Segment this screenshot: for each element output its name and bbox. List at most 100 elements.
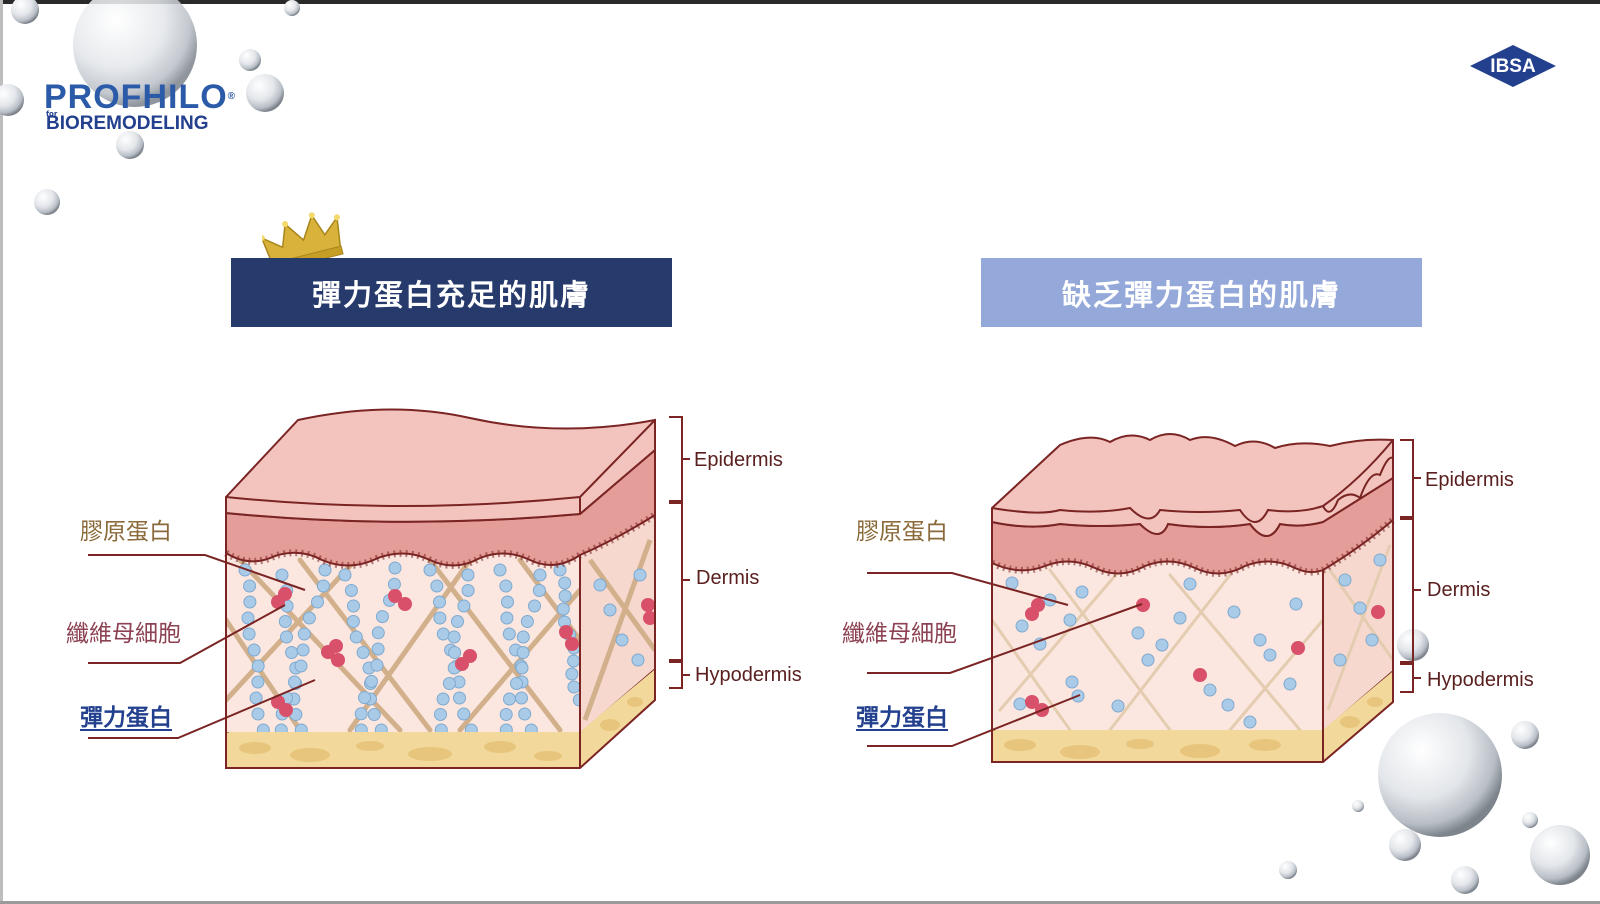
label-collagen-deficient: 膠原蛋白 bbox=[856, 519, 948, 545]
elastin-bead bbox=[365, 674, 378, 688]
elastin-bead bbox=[533, 568, 547, 582]
elastin-bead bbox=[354, 707, 368, 721]
elastin-bead bbox=[370, 658, 384, 672]
elastin-bead bbox=[371, 626, 385, 640]
elastin-bead bbox=[503, 692, 516, 706]
elastin-bead bbox=[344, 584, 358, 597]
layer-dermis-deficient: Dermis bbox=[1427, 579, 1491, 601]
elastin-bead bbox=[243, 595, 257, 609]
logo-sub-text: BIOREMODELING bbox=[46, 113, 209, 134]
elastin-bead bbox=[374, 723, 388, 732]
elastin-bead bbox=[457, 599, 471, 613]
elastin-bead bbox=[388, 561, 402, 575]
elastin-bead bbox=[371, 642, 385, 656]
elastin-bead bbox=[451, 615, 464, 628]
elastin-bead bbox=[528, 599, 541, 613]
elastin-bead bbox=[349, 630, 363, 644]
elastin-bead bbox=[302, 611, 316, 625]
logo-for-text: for bbox=[46, 110, 58, 118]
elastin-bead bbox=[367, 708, 381, 721]
elastin-bead bbox=[251, 659, 265, 673]
label-fibroblast-deficient: 纖維母細胞 bbox=[842, 621, 957, 647]
elastin-bead bbox=[358, 691, 371, 705]
ibsa-logo-text: IBSA bbox=[1490, 56, 1536, 77]
elastin-bead bbox=[247, 643, 261, 657]
elastin-bead bbox=[461, 584, 475, 597]
elastin-bead bbox=[296, 643, 310, 657]
elastin-bead bbox=[251, 707, 265, 721]
elastin-bead bbox=[256, 723, 270, 732]
window-top-border bbox=[0, 0, 1600, 4]
elastin-bead bbox=[423, 563, 437, 577]
elastin-bead bbox=[278, 615, 292, 628]
ibsa-diamond-icon bbox=[1470, 45, 1556, 87]
elastin-bead bbox=[251, 675, 265, 689]
label-collagen-healthy: 膠原蛋白 bbox=[80, 519, 172, 545]
elastin-bead bbox=[294, 659, 308, 673]
elastin-bead bbox=[436, 692, 450, 706]
elastin-bead bbox=[500, 611, 514, 625]
elastin-bead bbox=[516, 630, 530, 644]
elastin-bead bbox=[520, 615, 534, 628]
logo-registered-mark: ® bbox=[227, 91, 237, 102]
panel-title-deficient: 缺乏彈力蛋白的肌膚 bbox=[981, 258, 1422, 327]
elastin-bead bbox=[461, 568, 475, 582]
elastin-bead bbox=[532, 584, 546, 597]
elastin-bead bbox=[510, 677, 523, 690]
elastin-bead bbox=[502, 627, 516, 641]
elastin-bead bbox=[515, 661, 529, 675]
elastin-bead bbox=[556, 602, 570, 616]
label-elastin-healthy: 彈力蛋白 bbox=[80, 705, 172, 731]
elastin-bead bbox=[242, 627, 256, 641]
label-fibroblast-healthy: 纖維母細胞 bbox=[66, 621, 181, 647]
layer-hypodermis-healthy: Hypodermis bbox=[695, 664, 802, 686]
elastin-bead bbox=[354, 723, 368, 732]
window-left-border bbox=[0, 0, 3, 904]
elastin-bead bbox=[430, 579, 444, 593]
elastin-bead bbox=[499, 579, 513, 593]
elastin-bead bbox=[433, 595, 446, 609]
layer-hypodermis-deficient: Hypodermis bbox=[1427, 669, 1534, 691]
elastin-bead bbox=[356, 646, 370, 659]
elastin-bead bbox=[518, 707, 532, 721]
elastin-bead bbox=[316, 579, 330, 593]
elastin-bead bbox=[493, 563, 507, 577]
elastin-bead bbox=[297, 627, 311, 641]
layer-dermis-healthy: Dermis bbox=[696, 567, 760, 589]
elastin-bead bbox=[433, 611, 447, 625]
label-elastin-deficient: 彈力蛋白 bbox=[856, 705, 948, 731]
elastin-bead bbox=[565, 667, 579, 681]
elastin-bead bbox=[375, 610, 389, 624]
elastin-bead bbox=[499, 708, 513, 721]
elastin-bead bbox=[241, 611, 255, 625]
elastin-bead bbox=[499, 723, 513, 732]
elastin-bead bbox=[274, 723, 288, 732]
elastin-bead bbox=[294, 723, 308, 732]
elastin-bead bbox=[311, 595, 324, 609]
elastin-bead bbox=[447, 630, 461, 644]
elastin-bead bbox=[558, 589, 572, 603]
logo-main-text: PROFHILO bbox=[44, 78, 228, 116]
window-bottom-border bbox=[0, 901, 1600, 904]
elastin-bead bbox=[501, 595, 514, 609]
elastin-bead bbox=[453, 691, 466, 705]
elastin-bead bbox=[448, 646, 462, 659]
elastin-bead bbox=[346, 615, 360, 628]
elastin-bead bbox=[442, 677, 456, 690]
elastin-bead bbox=[524, 723, 538, 732]
profhilo-logo: PROFHILO® for BIOREMODELING bbox=[44, 80, 236, 134]
elastin-bead bbox=[464, 723, 478, 732]
elastin-bead bbox=[347, 599, 360, 613]
elastin-bead bbox=[338, 568, 352, 582]
elastin-bead bbox=[516, 646, 530, 659]
elastin-bead bbox=[434, 708, 447, 721]
panel-title-healthy: 彈力蛋白充足的肌膚 bbox=[231, 258, 672, 327]
elastin-bead bbox=[558, 576, 572, 590]
layer-epidermis-deficient: Epidermis bbox=[1425, 469, 1514, 491]
elastin-bead bbox=[457, 707, 471, 721]
elastin-bead bbox=[434, 723, 448, 732]
